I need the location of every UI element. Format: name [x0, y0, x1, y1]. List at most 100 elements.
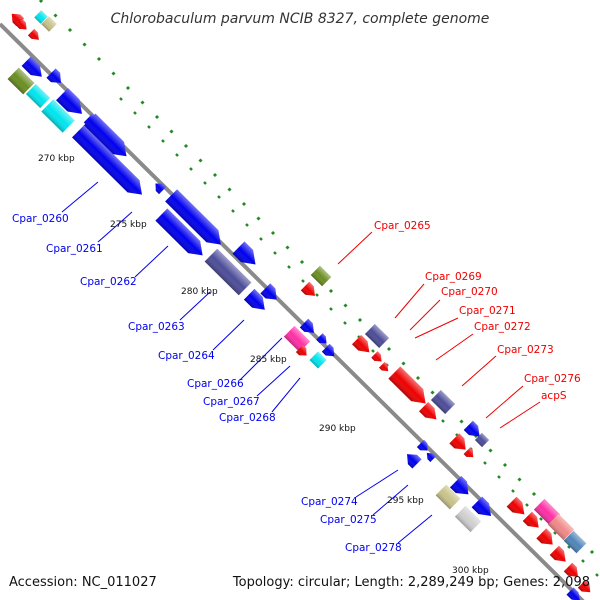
- gene-box[interactable]: [547, 513, 575, 541]
- gene-label-cpar-0272[interactable]: Cpar_0272: [474, 321, 531, 333]
- gene-box[interactable]: [309, 351, 327, 369]
- gene-box[interactable]: [430, 389, 456, 415]
- gene-shading: [371, 351, 382, 362]
- gene-arrow[interactable]: [300, 281, 319, 300]
- gene-label-cpar-0261[interactable]: Cpar_0261: [46, 243, 103, 255]
- gene-arrow[interactable]: [21, 56, 47, 82]
- gc-dot: [497, 475, 501, 479]
- gc-dot: [287, 265, 291, 269]
- gene-arrow[interactable]: [46, 68, 65, 87]
- gene-label-acps[interactable]: acpS: [541, 390, 567, 402]
- tick-label-285: 285 kbp: [250, 355, 287, 365]
- gc-dot: [140, 100, 145, 105]
- gene-box[interactable]: [34, 10, 48, 24]
- gene-arrow[interactable]: [424, 450, 437, 463]
- gene-arrow[interactable]: [83, 113, 133, 163]
- gc-content-track: [38, 0, 599, 577]
- gene-arrow[interactable]: [506, 496, 530, 520]
- gene-arrow[interactable]: [522, 511, 544, 532]
- gene-arrow[interactable]: [471, 496, 497, 522]
- gene-label-cpar-0269[interactable]: Cpar_0269: [425, 271, 482, 283]
- gene-shading: [449, 475, 469, 495]
- gc-dot: [525, 503, 529, 507]
- gene-arrow[interactable]: [16, 19, 29, 32]
- tick-label-290: 290 kbp: [319, 424, 356, 434]
- gene-box[interactable]: [563, 530, 587, 554]
- gene-label-cpar-0276[interactable]: Cpar_0276: [524, 373, 581, 385]
- gene-box[interactable]: [364, 323, 390, 349]
- gene-arrow[interactable]: [371, 351, 384, 364]
- gene-box[interactable]: [474, 432, 490, 448]
- gene-arrow[interactable]: [72, 125, 148, 200]
- gene-arrow[interactable]: [449, 475, 474, 500]
- gene-box[interactable]: [435, 484, 461, 510]
- leader-line: [397, 514, 433, 544]
- gene-arrow[interactable]: [352, 335, 374, 357]
- gene-arrow[interactable]: [416, 439, 431, 454]
- gene-box[interactable]: [7, 67, 35, 95]
- gc-dot: [147, 125, 151, 129]
- gene-label-cpar-0271[interactable]: Cpar_0271: [459, 305, 516, 317]
- gene-arrow[interactable]: [402, 449, 422, 469]
- gene-arrow[interactable]: [27, 28, 42, 43]
- gene-shading: [56, 88, 82, 114]
- gene-arrow[interactable]: [463, 420, 485, 441]
- gene-arrow[interactable]: [321, 343, 338, 360]
- gene-label-cpar-0268[interactable]: Cpar_0268: [219, 412, 276, 424]
- gene-label-cpar-0264[interactable]: Cpar_0264: [158, 350, 215, 362]
- gene-label-cpar-0270[interactable]: Cpar_0270: [441, 286, 498, 298]
- gc-dot: [189, 167, 193, 171]
- gene-shading: [41, 16, 57, 32]
- gc-dot: [539, 517, 543, 521]
- gene-arrow[interactable]: [449, 433, 470, 454]
- gene-arrow[interactable]: [232, 241, 261, 271]
- gene-box[interactable]: [454, 505, 482, 533]
- gene-shading: [21, 56, 42, 77]
- gene-arrow[interactable]: [536, 528, 557, 549]
- gene-shading: [260, 283, 277, 300]
- gene-arrow[interactable]: [419, 402, 441, 424]
- gene-arrow[interactable]: [155, 208, 208, 262]
- gene-arrow[interactable]: [243, 288, 270, 315]
- gene-arrow[interactable]: [549, 545, 571, 566]
- gene-shading: [309, 351, 327, 369]
- gene-arrow[interactable]: [378, 361, 391, 374]
- gene-arrow[interactable]: [295, 344, 310, 359]
- gc-dot: [343, 303, 348, 308]
- gene-label-cpar-0266[interactable]: Cpar_0266: [187, 378, 244, 390]
- leader-line: [435, 333, 474, 361]
- gene-label-cpar-0278[interactable]: Cpar_0278: [345, 542, 402, 554]
- gene-box[interactable]: [204, 248, 252, 296]
- gc-dot: [567, 545, 571, 549]
- gene-label-cpar-0265[interactable]: Cpar_0265: [374, 220, 431, 232]
- gene-arrow[interactable]: [165, 189, 227, 250]
- gene-arrow[interactable]: [8, 10, 25, 27]
- gene-shading: [7, 67, 35, 95]
- gene-arrow[interactable]: [563, 562, 582, 581]
- gene-arrow[interactable]: [299, 318, 318, 337]
- gene-arrow[interactable]: [577, 579, 594, 596]
- gene-box[interactable]: [41, 99, 75, 133]
- gene-shading: [416, 439, 428, 451]
- gene-label-cpar-0273[interactable]: Cpar_0273: [497, 344, 554, 356]
- gene-arrow[interactable]: [388, 366, 431, 409]
- tick-label-300: 300 kbp: [452, 566, 489, 576]
- gene-box[interactable]: [41, 16, 57, 32]
- gene-label-cpar-0275[interactable]: Cpar_0275: [320, 514, 377, 526]
- gene-arrow[interactable]: [56, 88, 88, 120]
- gene-label-cpar-0262[interactable]: Cpar_0262: [80, 276, 137, 288]
- gene-box[interactable]: [310, 265, 332, 287]
- gene-label-cpar-0260[interactable]: Cpar_0260: [12, 213, 69, 225]
- gene-label-cpar-0267[interactable]: Cpar_0267: [203, 396, 260, 408]
- gene-arrow[interactable]: [316, 333, 329, 346]
- gene-label-cpar-0274[interactable]: Cpar_0274: [301, 496, 358, 508]
- gene-arrow[interactable]: [152, 180, 167, 195]
- gene-arrow[interactable]: [566, 587, 584, 600]
- gene-box[interactable]: [533, 498, 561, 526]
- gene-arrow[interactable]: [260, 283, 281, 304]
- gene-shading: [454, 505, 482, 533]
- gene-label-cpar-0263[interactable]: Cpar_0263: [128, 321, 185, 333]
- accession-text: Accession: NC_011027: [9, 575, 157, 590]
- gene-box[interactable]: [25, 83, 51, 109]
- gene-arrow[interactable]: [463, 447, 477, 461]
